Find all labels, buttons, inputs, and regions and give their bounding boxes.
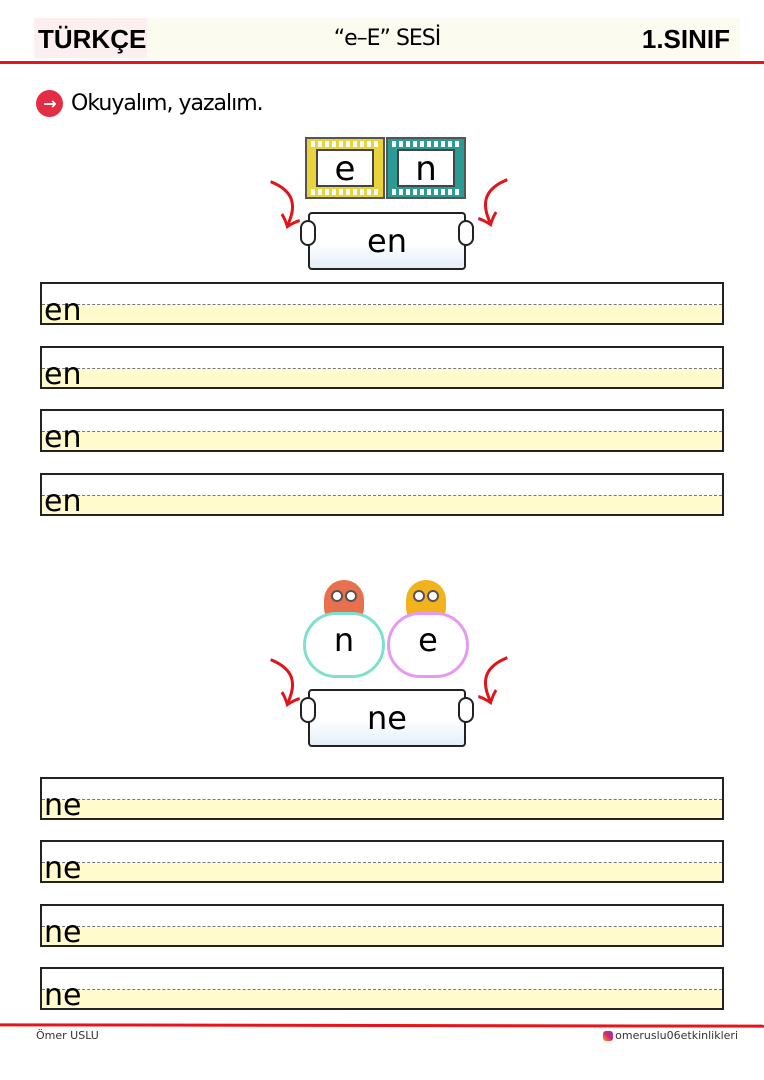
row-word: ne xyxy=(44,978,82,1013)
word-card: en xyxy=(308,212,466,270)
row-word: en xyxy=(44,357,82,392)
writing-row[interactable]: ne xyxy=(40,777,724,823)
letter-n: n xyxy=(397,149,455,187)
subject-label: TÜRKÇE xyxy=(34,18,147,58)
writing-row[interactable]: en xyxy=(40,473,724,519)
film-frame-letter: n xyxy=(386,137,466,199)
social-handle-text: omeruslu06etkinlikleri xyxy=(615,1029,738,1042)
social-handle: omeruslu06etkinlikleri xyxy=(603,1029,738,1042)
header-band: TÜRKÇE “e–E” SESİ 1.SINIF xyxy=(34,18,740,58)
writing-row[interactable]: en xyxy=(40,282,724,328)
row-word: ne xyxy=(44,788,82,823)
letter-e: e xyxy=(316,149,374,187)
hand-icon xyxy=(458,697,474,723)
grade-label: 1.SINIF xyxy=(641,24,730,54)
hand-icon xyxy=(458,220,474,246)
writing-row[interactable]: en xyxy=(40,346,724,392)
film-frame-letter: e xyxy=(305,137,385,199)
arrow-right-circle-icon: → xyxy=(36,90,63,117)
word-card: ne xyxy=(308,689,466,747)
row-word: en xyxy=(44,484,82,519)
author-name: Ömer USLU xyxy=(36,1029,99,1042)
writing-row[interactable]: ne xyxy=(40,967,724,1013)
row-word: en xyxy=(44,293,82,328)
hand-icon xyxy=(300,220,316,246)
hand-icon xyxy=(300,697,316,723)
footer-divider xyxy=(0,1023,764,1028)
cloud-letter: e xyxy=(387,612,469,678)
row-word: ne xyxy=(44,851,82,886)
writing-row[interactable]: ne xyxy=(40,904,724,950)
worksheet-title: “e–E” SESİ xyxy=(333,26,442,51)
writing-row[interactable]: ne xyxy=(40,840,724,886)
header-divider xyxy=(0,61,764,64)
instruction-text: Okuyalım, yazalım. xyxy=(71,91,264,116)
cloud-letter: n xyxy=(303,612,385,678)
instagram-icon xyxy=(603,1030,614,1041)
instruction: → Okuyalım, yazalım. xyxy=(36,90,264,117)
row-word: ne xyxy=(44,915,82,950)
row-word: en xyxy=(44,420,82,455)
writing-row[interactable]: en xyxy=(40,409,724,455)
